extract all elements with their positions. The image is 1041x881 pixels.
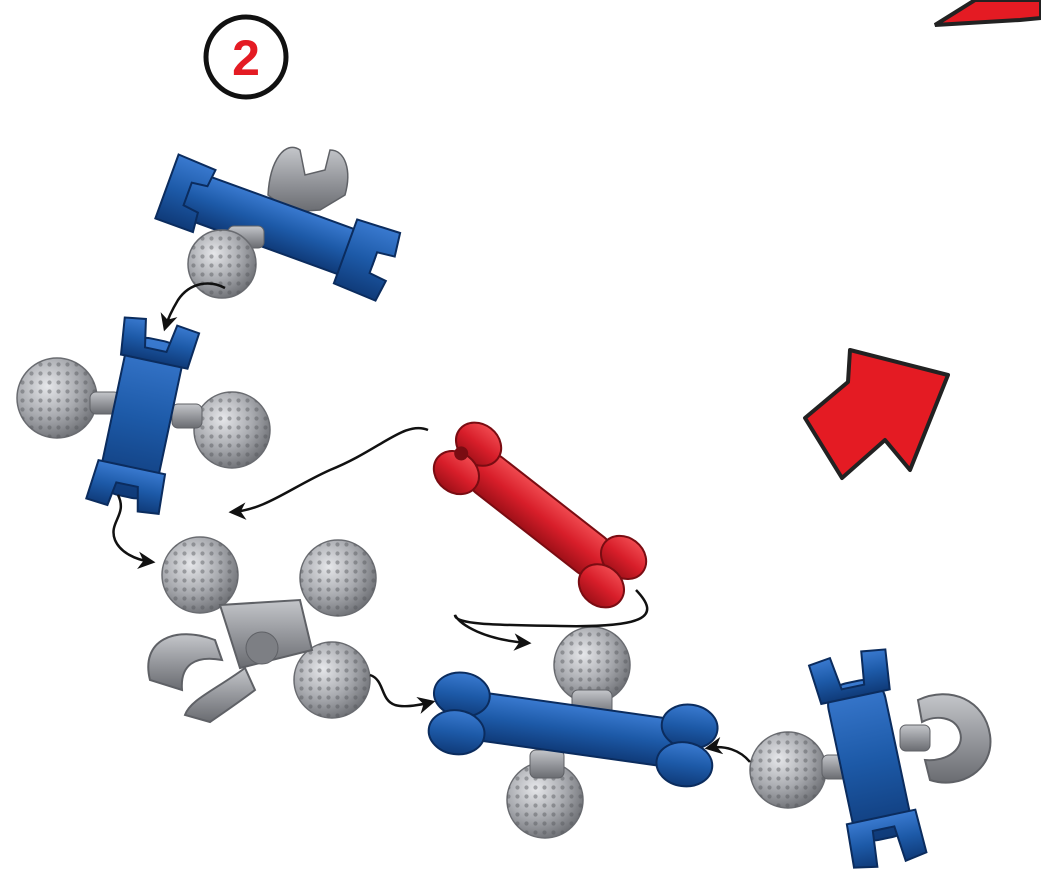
step-number: 2 <box>232 30 260 86</box>
blue-connector-middle <box>17 315 270 517</box>
arrow-right-to-bottom <box>708 747 750 762</box>
previous-arrow-fragment-icon <box>935 0 1041 25</box>
next-step-arrow-icon <box>805 350 948 478</box>
step-number-badge: 2 <box>206 17 286 97</box>
blue-connector-top <box>155 147 403 301</box>
arrow-hub-to-bottom <box>370 675 432 706</box>
blue-connector-bottom-right <box>750 646 990 872</box>
assembly-arrows <box>113 284 750 762</box>
blue-rod-bottom <box>426 627 721 838</box>
red-rod <box>425 414 655 617</box>
grey-hub <box>148 537 376 722</box>
